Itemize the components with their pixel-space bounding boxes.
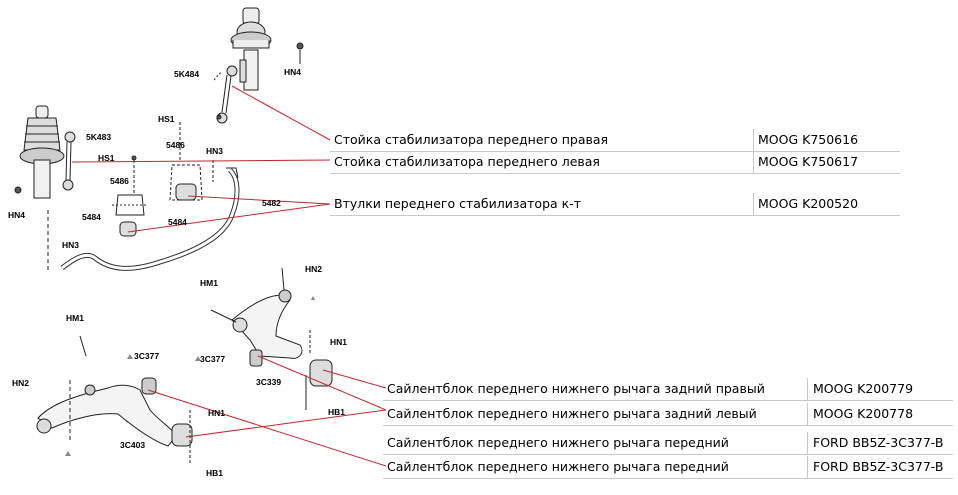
label-3c377-right: 3C377 [200,354,225,364]
row-part-number: FORD BB5Z-3C377-B [813,459,944,474]
row-description: Сайлентблок переднего нижнего рычага пер… [387,459,729,474]
reference-triangles [65,296,315,456]
row-description: Стойка стабилизатора переднего правая [334,132,609,147]
label-3c403: 3C403 [120,440,145,450]
right-lower-arm-drawing [210,267,333,410]
row-description: Сайлентблок переднего нижнего рычага пер… [387,435,729,450]
row-part-number: FORD BB5Z-3C377-B [813,435,944,450]
leader-lines [71,85,387,467]
label-hn4-left: HN4 [8,210,25,220]
right-stabilizer-link-drawing [213,65,238,124]
table-row: Сайлентблок переднего нижнего рычага зад… [383,403,953,426]
label-3c339: 3C339 [256,377,281,387]
label-hm1-left: HM1 [66,313,84,323]
label-hn3-top: HN3 [206,146,223,156]
row-part-number: MOOG K750616 [758,132,859,147]
label-hn1-right: HN1 [330,337,347,347]
label-5482: 5482 [262,198,281,208]
right-strut-drawing [230,7,304,91]
table-row: Стойка стабилизатора переднего правая MO… [330,129,900,152]
row-part-number: MOOG K200778 [813,406,914,421]
label-hm1-right: HM1 [200,278,218,288]
label-hn3-left: HN3 [62,240,79,250]
label-5486-left: 5486 [110,176,129,186]
row-part-number: MOOG K200520 [758,196,859,211]
label-5k484: 5K484 [174,69,199,79]
label-hn2-left: HN2 [12,378,29,388]
row-part-number: MOOG K750617 [758,154,859,169]
left-strut-drawing [14,105,65,199]
row-description: Сайлентблок переднего нижнего рычага зад… [387,381,765,396]
label-3c377-left: 3C377 [134,351,159,361]
row-description: Втулки переднего стабилизатора к-т [334,196,581,211]
label-hn1-left: HN1 [208,408,225,418]
label-5k483: 5K483 [86,132,111,142]
label-hb1-left: HB1 [206,468,223,478]
table-row: Сайлентблок переднего нижнего рычага пер… [383,456,953,479]
stabilizer-bar-drawing [60,167,240,271]
left-stabilizer-link-drawing [62,131,76,191]
label-hs1-right: HS1 [158,114,175,124]
label-5484-right: 5484 [168,217,187,227]
table-row: Стойка стабилизатора переднего левая MOO… [330,151,900,174]
row-part-number: MOOG K200779 [813,381,914,396]
table-row: Сайлентблок переднего нижнего рычага зад… [383,378,953,401]
label-hs1-left: HS1 [98,153,115,163]
left-lower-arm-drawing [36,335,193,465]
row-description: Сайлентблок переднего нижнего рычага зад… [387,406,757,421]
bushings-drawing [47,114,222,270]
row-description: Стойка стабилизатора переднего левая [334,154,600,169]
table-row: Втулки переднего стабилизатора к-т MOOG … [330,193,900,216]
label-5484-left: 5484 [82,212,101,222]
label-hb1-right: HB1 [328,407,345,417]
label-hn2-right: HN2 [305,264,322,274]
label-5486-right: 5486 [166,140,185,150]
table-row: Сайлентблок переднего нижнего рычага пер… [383,432,953,455]
label-hn4-right: HN4 [284,67,301,77]
